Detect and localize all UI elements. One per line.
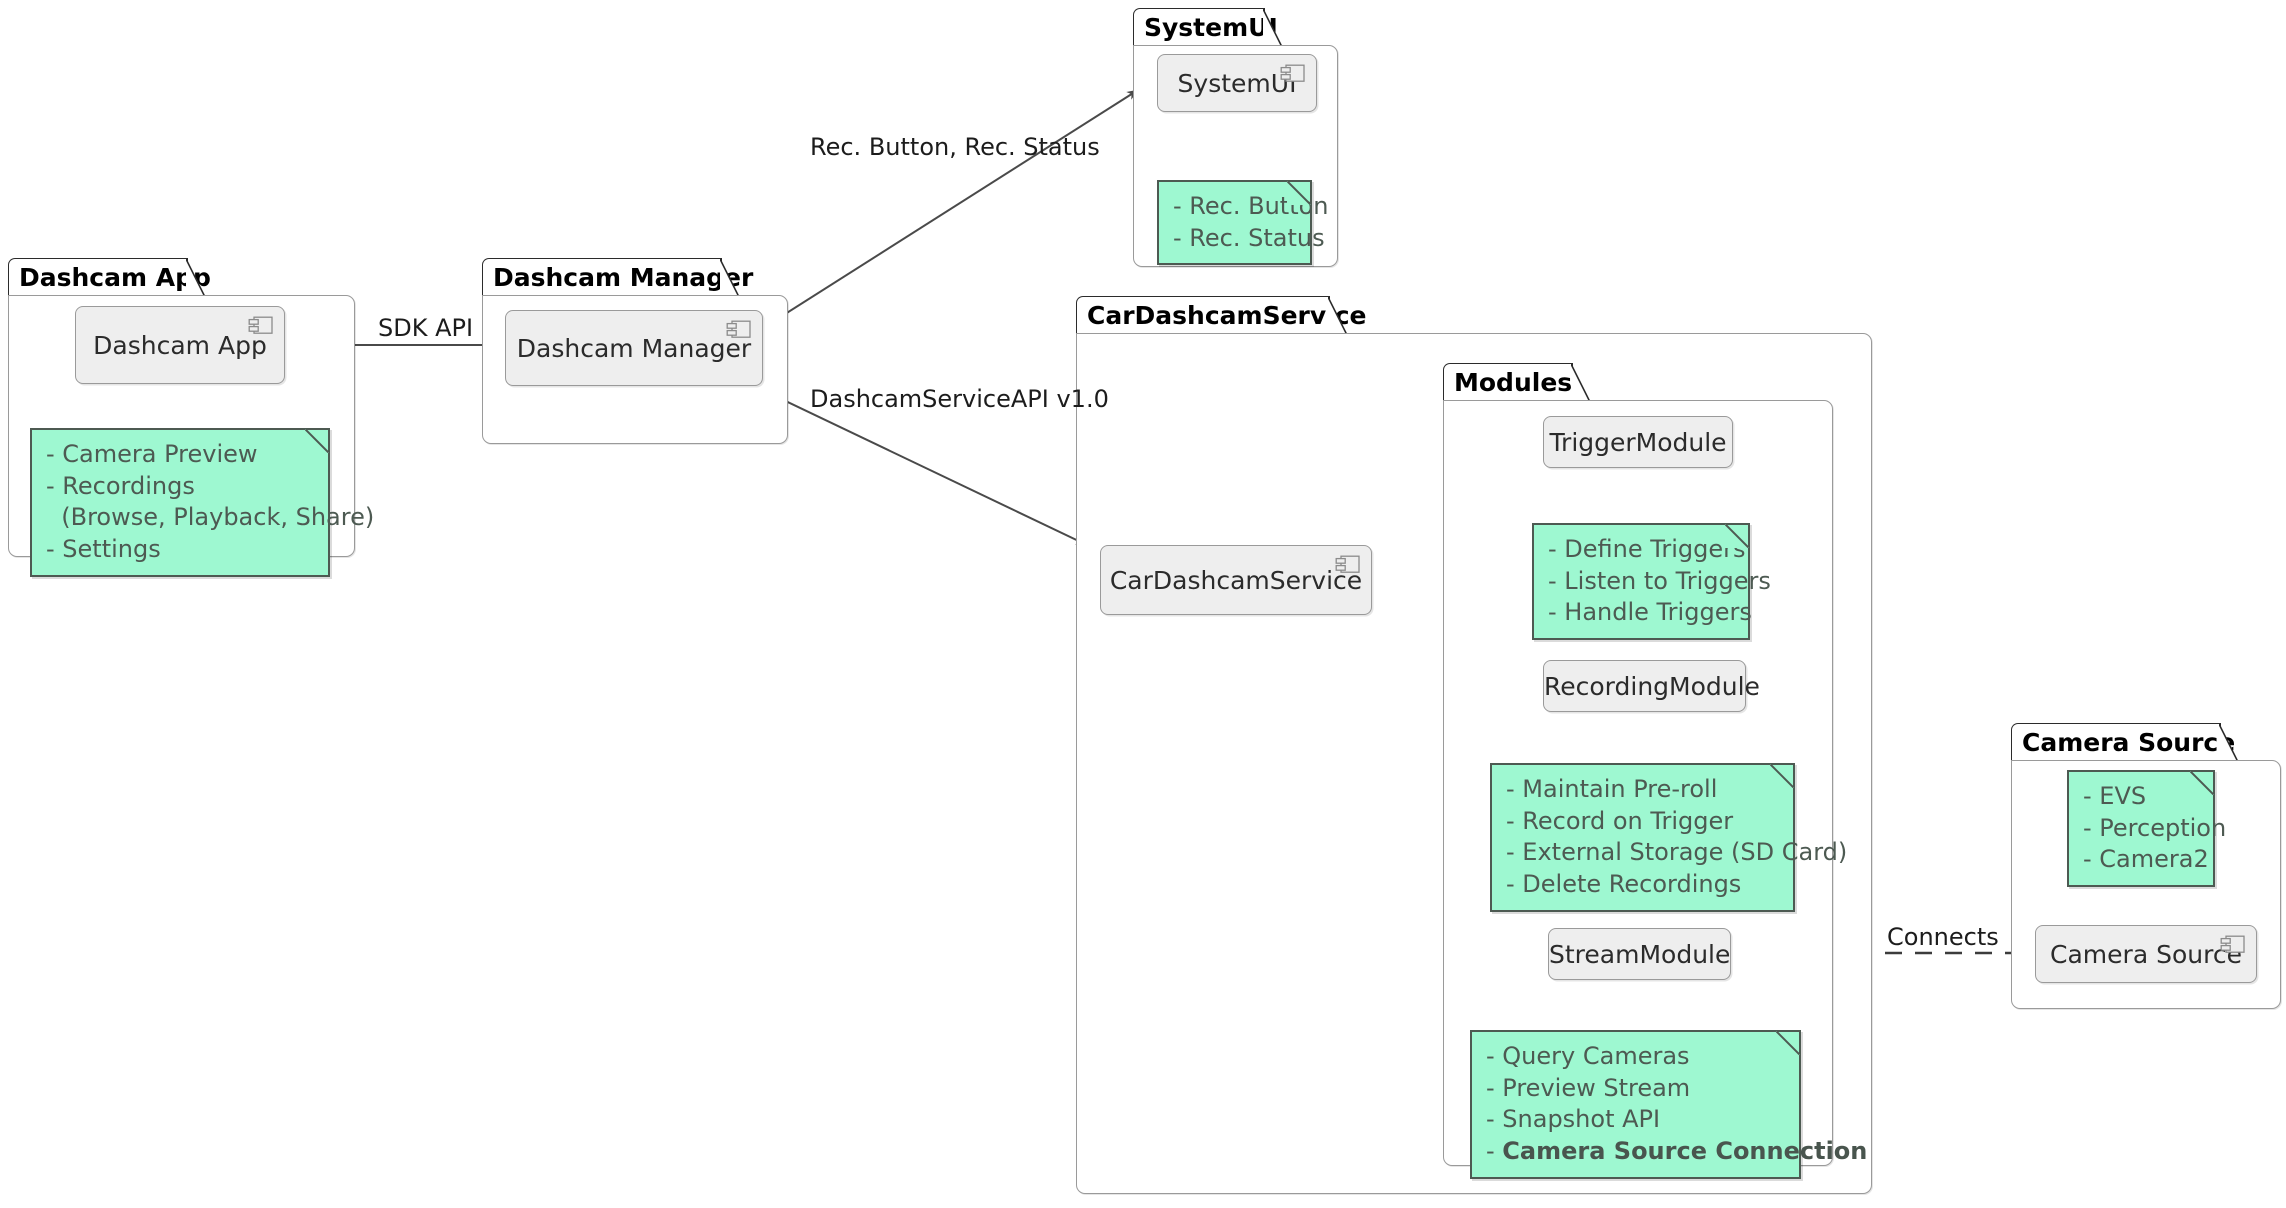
component-label-dashcam-manager: Dashcam Manager xyxy=(516,333,752,363)
note-fold-icon xyxy=(2190,771,2214,795)
component-dashcam-app[interactable]: Dashcam App xyxy=(75,306,285,384)
edge-rec-button-status xyxy=(759,89,1139,331)
component-trigger-module[interactable]: TriggerModule xyxy=(1543,416,1733,468)
note-dashcam-app: - Camera Preview - Recordings (Browse, P… xyxy=(30,428,374,577)
edge-label-sdk-api: SDK API xyxy=(378,314,474,342)
package-tab-slant-icon xyxy=(186,259,205,297)
note-fold-icon xyxy=(1287,181,1311,205)
note-system-ui: - Rec. Button - Rec. Status xyxy=(1157,180,1329,266)
component-label-car-dashcam-service: CarDashcamService xyxy=(1109,565,1363,595)
component-label-dashcam-app: Dashcam App xyxy=(93,330,267,360)
package-tab-slant-icon xyxy=(1328,297,1347,335)
component-recording-module[interactable]: RecordingModule xyxy=(1543,660,1760,712)
component-car-dashcam-service[interactable]: CarDashcamService xyxy=(1100,545,1372,615)
package-tab-camera-source: Camera Source xyxy=(2011,723,2238,762)
package-tab-dashcam-manager: Dashcam Manager xyxy=(482,258,753,297)
package-tab-dashcam-app: Dashcam App xyxy=(8,258,211,297)
edge-dashcam-service-api xyxy=(751,384,1088,546)
package-tab-slant-icon xyxy=(1571,364,1590,402)
edge-label-dashcam-service-api: DashcamServiceAPI v1.0 xyxy=(810,385,1109,413)
component-icon xyxy=(1280,64,1305,82)
note-line-snapshot-api: - Snapshot API xyxy=(1486,1105,1661,1134)
package-tab-system-ui: SystemUI xyxy=(1133,8,1282,47)
package-tab-modules: Modules xyxy=(1443,363,1590,402)
note-text-system-ui: - Rec. Button - Rec. Status xyxy=(1173,192,1329,252)
note-line-preview-stream: - Preview Stream xyxy=(1486,1073,1691,1102)
package-tab-slant-icon xyxy=(1263,9,1282,47)
note-fold-icon xyxy=(1725,524,1749,548)
component-label-camera-source: Camera Source xyxy=(2050,939,2242,969)
note-line-bold-prefix: - xyxy=(1486,1137,1503,1166)
component-camera-source[interactable]: Camera Source xyxy=(2035,925,2257,983)
note-fold-icon xyxy=(305,429,329,453)
package-title-car-dashcam-service: CarDashcamService xyxy=(1087,301,1367,330)
package-title-modules: Modules xyxy=(1454,368,1573,397)
component-system-ui[interactable]: SystemUI xyxy=(1157,54,1317,112)
component-icon xyxy=(726,320,751,338)
component-stream-module[interactable]: StreamModule xyxy=(1548,928,1731,980)
package-title-camera-source: Camera Source xyxy=(2022,728,2236,757)
note-camera-source: - EVS - Perception - Camera2 xyxy=(2067,770,2227,888)
note-trigger-module: - Define Triggers - Listen to Triggers -… xyxy=(1532,523,1771,641)
note-text-stream-module-plain: - Query Cameras - Preview Stream - Snaps… xyxy=(1486,1041,1867,1168)
package-tab-slant-icon xyxy=(2219,724,2238,762)
note-text-dashcam-app: - Camera Preview - Recordings (Browse, P… xyxy=(46,440,374,564)
note-recording-module: - Maintain Pre-roll - Record on Trigger … xyxy=(1490,763,1847,912)
note-line-query-cameras: - Query Cameras xyxy=(1486,1042,1690,1070)
package-title-dashcam-app: Dashcam App xyxy=(19,263,211,292)
component-label-trigger-module: TriggerModule xyxy=(1549,427,1727,457)
edge-label-rec-button-status: Rec. Button, Rec. Status xyxy=(810,133,1100,161)
component-label-system-ui: SystemUI xyxy=(1177,68,1297,98)
component-label-stream-module: StreamModule xyxy=(1549,939,1731,969)
component-dashcam-manager[interactable]: Dashcam Manager xyxy=(505,310,763,386)
package-title-dashcam-manager: Dashcam Manager xyxy=(493,263,754,292)
note-fold-icon xyxy=(1776,1031,1800,1055)
component-label-recording-module: RecordingModule xyxy=(1544,671,1760,701)
note-text-trigger-module: - Define Triggers - Listen to Triggers -… xyxy=(1548,535,1771,627)
note-line-camera-source-connection: Camera Source Connection xyxy=(1502,1137,1868,1166)
package-tab-car-dashcam-service: CarDashcamService xyxy=(1076,296,1367,335)
component-icon xyxy=(2220,935,2245,953)
note-fold-icon xyxy=(1770,764,1794,788)
package-title-system-ui: SystemUI xyxy=(1144,13,1278,42)
note-text-camera-source: - EVS - Perception - Camera2 xyxy=(2083,782,2227,874)
note-stream-module: - Query Cameras - Preview Stream - Snaps… xyxy=(1470,1030,1867,1179)
note-text-recording-module: - Maintain Pre-roll - Record on Trigger … xyxy=(1506,775,1847,899)
edge-label-connects: Connects xyxy=(1887,923,1999,951)
component-icon xyxy=(1335,555,1360,573)
package-tab-slant-icon xyxy=(720,259,739,297)
component-icon xyxy=(248,316,273,334)
